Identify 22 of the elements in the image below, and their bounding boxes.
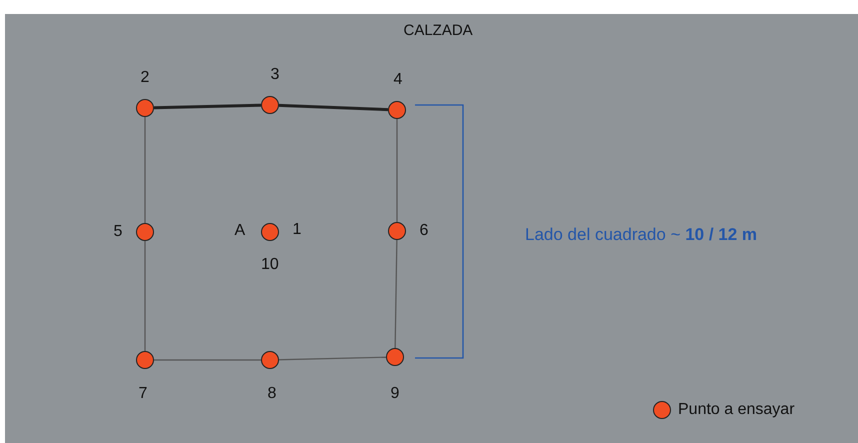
- connector-line: [144, 241, 146, 351]
- connector-line: [154, 104, 262, 110]
- point-number: 1: [292, 222, 302, 238]
- point-number: A: [234, 223, 246, 239]
- legend-text: Punto a ensayar: [678, 402, 795, 418]
- point-number: 5: [114, 224, 122, 240]
- point-number: 2: [140, 70, 150, 86]
- point-number: 10: [261, 257, 279, 273]
- point-number: 6: [420, 223, 428, 239]
- connector-line: [396, 119, 398, 222]
- point-number: 8: [268, 386, 276, 402]
- connector-line: [144, 117, 146, 223]
- point-number: 7: [138, 386, 148, 402]
- connector-line: [394, 240, 398, 348]
- point-number: 3: [270, 67, 280, 83]
- point-number: 4: [394, 72, 402, 88]
- point-number: 9: [390, 386, 400, 402]
- connector-line: [278, 356, 386, 360]
- connector-line: [154, 359, 261, 361]
- dimension-label: Lado del cuadrado ~ 10 / 12 m: [525, 226, 758, 242]
- road-label: CALZADA: [404, 22, 473, 38]
- connector-line: [278, 104, 388, 112]
